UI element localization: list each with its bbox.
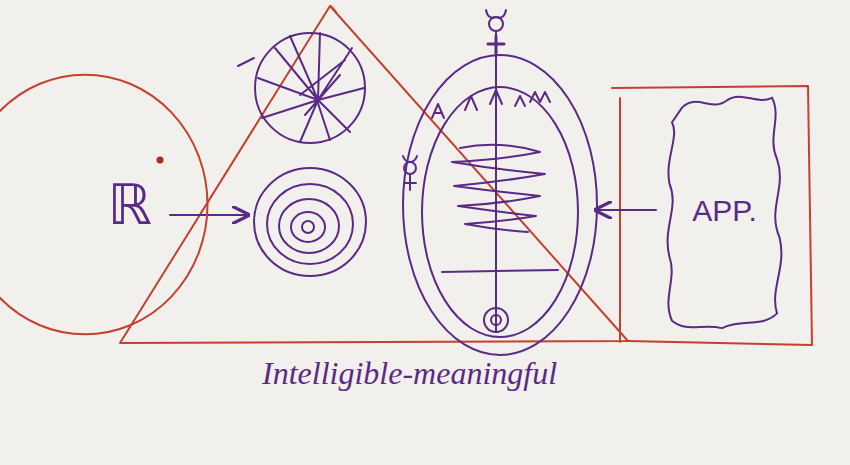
node-label: ℝ (108, 172, 152, 237)
caret (490, 90, 502, 104)
dash (238, 58, 254, 66)
base-circle (484, 308, 508, 332)
bar (442, 270, 558, 272)
caret (465, 96, 477, 110)
ring (302, 221, 314, 233)
mercury-symbol (404, 162, 416, 174)
ring (279, 199, 339, 253)
ring (291, 212, 325, 242)
caption: Intelligible-meaningful (262, 355, 557, 392)
ring (267, 184, 353, 264)
mercury-symbol (403, 156, 417, 190)
circle-outline (0, 75, 208, 335)
caret (432, 104, 444, 118)
inner-oval (422, 87, 578, 337)
top-symbol (486, 10, 506, 18)
triangle-outline (120, 6, 628, 343)
arrow (596, 209, 656, 211)
radial-circle (255, 33, 365, 143)
arrow (170, 214, 248, 216)
rectangle-outline (612, 86, 812, 345)
app-blob: APP. (662, 88, 787, 333)
blob-outline (668, 97, 782, 328)
set-circle: ℝ (0, 72, 210, 337)
spiral (452, 145, 545, 232)
cross (488, 36, 504, 54)
caret (515, 96, 525, 106)
outer-oval (403, 55, 597, 355)
top-symbol (489, 17, 503, 31)
red-dot (157, 157, 164, 164)
node-label: APP. (692, 194, 757, 228)
triangle-apex (330, 6, 336, 12)
base-circle (491, 315, 501, 325)
radial-lines (258, 33, 364, 142)
caret (530, 92, 550, 102)
circle-outline (0, 72, 210, 337)
ring (254, 168, 366, 276)
